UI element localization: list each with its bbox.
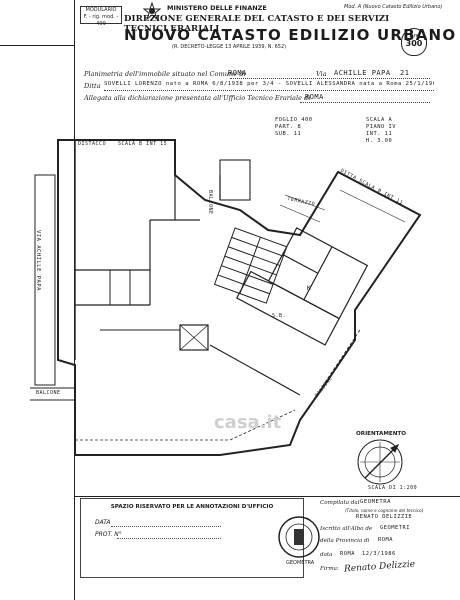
date-value: 12/3/1986 [362, 551, 396, 557]
via-label: Via [316, 70, 327, 78]
piano-value: PIANO IV [366, 124, 396, 130]
modulario-label: MODULARIO [85, 7, 117, 13]
date-label: data [320, 552, 333, 558]
label-distacco: DISTACCO [78, 141, 107, 147]
watermark: casa.it [214, 412, 282, 433]
ministry-name: MINISTERO DELLE FINANZE [167, 4, 267, 12]
prot-label: PROT. N° [95, 531, 122, 538]
provincia-label: della Provincia di [320, 538, 370, 544]
decree-line: (R. DECRETO-LEGGE 13 APRILE 1939, N. 652… [172, 44, 287, 50]
foglio-value: FOGLIO 400 [275, 117, 313, 123]
ufficio-value: ROMA [305, 93, 324, 101]
ditta-value: SOVELLI LORENZO nato a ROMA 6/8/1938 per… [104, 81, 434, 87]
label-street: VIA ACHILLE PAPA [35, 230, 41, 291]
modulario-code: F. - rig. mod. - 499 [83, 14, 119, 27]
civico-value: 21 [400, 69, 410, 77]
directorate-name: DIREZIONE GENERALE DEL CATASTO E DEI SER… [124, 14, 390, 34]
lire-value: 300 [405, 39, 423, 48]
albo-value: GEOMETRI [380, 525, 410, 531]
line-rule-3 [300, 102, 430, 103]
compiled-title: GEOMETRA [360, 499, 391, 505]
via-value: ACHILLE PAPA [334, 69, 391, 77]
height-value: H. 3.00 [366, 138, 393, 144]
compiled-name: RENATO DELIZZIE [356, 514, 413, 520]
label-balcone-top: BALCONE [207, 190, 213, 215]
sub-value: SUB. 11 [275, 131, 302, 137]
comune-label: Planimetria dell'immobile situato nel Co… [84, 70, 246, 78]
ditta-label: Ditta [84, 82, 101, 90]
label-scala-b: SCALA B INT 15 [118, 141, 168, 147]
provincia-value: ROMA [378, 537, 393, 543]
data-rule [111, 526, 221, 527]
stamp-text: GEOMETRA [286, 560, 315, 566]
prot-rule [117, 538, 221, 539]
label-kitchen: K [307, 285, 312, 292]
comune-value: ROMA [228, 69, 247, 77]
model-label: Mod. A (Nuovo Catasto Edilizio Urbano) [344, 4, 443, 10]
plan-ids: FOGLIO 400 PART. 8 SUB. 11 [275, 117, 312, 138]
label-balcone-left: BALCONE [36, 390, 61, 396]
professional-stamp-icon [278, 516, 320, 558]
document-title: NUOVO CATASTO EDILIZIO URBANO [124, 26, 457, 44]
orientation-label: ORIENTAMENTO [356, 431, 406, 437]
office-notes-title: SPAZIO RISERVATO PER LE ANNOTAZIONI D'UF… [110, 504, 274, 510]
modulario-box: MODULARIO F. - rig. mod. - 499 [80, 6, 122, 27]
line-rule-1 [230, 78, 430, 79]
label-bath: S.B. [272, 313, 287, 319]
binding-fold [0, 45, 74, 46]
building-outline [57, 139, 422, 456]
scala-value: SCALA A [366, 117, 393, 123]
north-arrow [357, 439, 403, 485]
office-notes-box: SPAZIO RISERVATO PER LE ANNOTAZIONI D'UF… [80, 498, 304, 578]
firma-label: Firma: [320, 566, 339, 572]
scale-label: SCALA DI 1:200 [368, 485, 418, 491]
data-label: DATA [95, 519, 111, 526]
lire-label: Lire [409, 33, 419, 39]
plan-floor: SCALA A PIANO IV INT. 11 H. 3.00 [366, 117, 396, 145]
ufficio-label: Allegata alla dichiarazione presentata a… [84, 94, 311, 102]
compiled-label: Compilata dal [320, 500, 360, 506]
part-value: PART. 8 [275, 124, 302, 130]
line-rule-2 [104, 90, 434, 91]
footer-rule [75, 496, 460, 497]
date-place: ROMA [340, 551, 355, 557]
albo-label: Iscritto all'Albo de [320, 526, 373, 532]
lire-stamp: Lire 300 [401, 28, 427, 56]
state-emblem-icon [143, 2, 161, 20]
compiled-hint: (Titolo, nome e cognome del tecnico) [345, 508, 424, 513]
int-value: INT. 11 [366, 131, 393, 137]
street-strip [34, 174, 56, 386]
